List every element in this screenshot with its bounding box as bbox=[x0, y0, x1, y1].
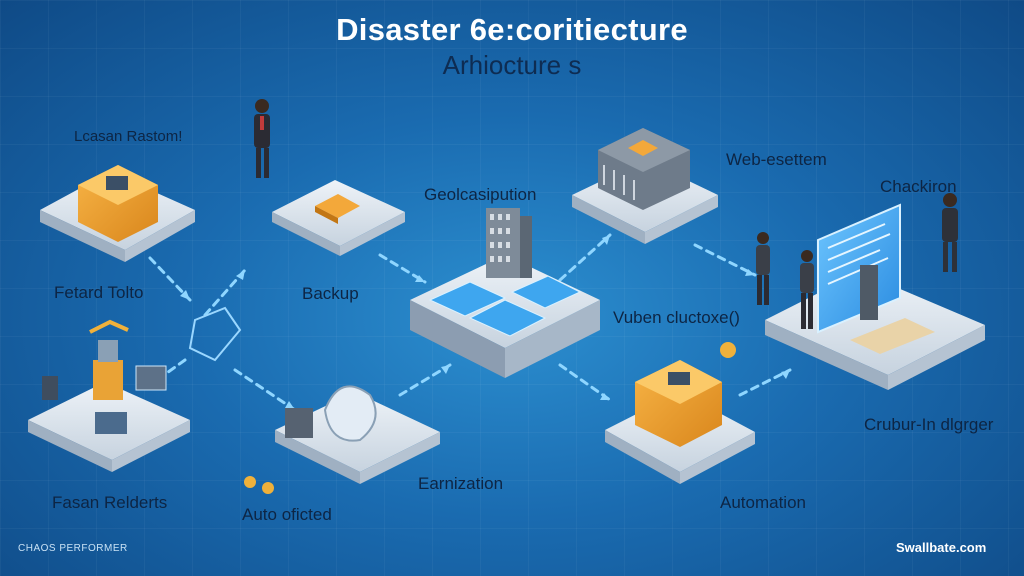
arrow-hub-auto bbox=[233, 368, 297, 412]
label-fasan: Fasan Relderts bbox=[52, 493, 168, 512]
page-subtitle: Arhiocture s bbox=[442, 50, 582, 80]
arrow-automation-check bbox=[738, 368, 792, 397]
footer-right-watermark: Swallbate.com bbox=[896, 540, 987, 555]
label-vuben: Vuben cluctoxe() bbox=[613, 308, 740, 327]
arrow-fetard-hub bbox=[148, 256, 192, 302]
arrow-heads bbox=[180, 235, 790, 410]
connector-arrows bbox=[148, 233, 792, 412]
arrow-geo-web bbox=[558, 233, 612, 282]
node-automation bbox=[605, 342, 755, 484]
label-checkinon: Chackiron bbox=[880, 177, 957, 196]
person-icon-presenter bbox=[942, 193, 958, 272]
node-checkinon bbox=[765, 203, 985, 390]
node-backup bbox=[272, 180, 405, 256]
arrow-hub-backup bbox=[203, 268, 247, 317]
label-earnization: Earnization bbox=[418, 474, 504, 493]
label-backup: Backup bbox=[302, 284, 359, 303]
label-web: Web-esettem bbox=[726, 150, 827, 169]
label-top-left: Lcasan Rastom! bbox=[74, 128, 183, 145]
label-fetard: Fetard Tolto bbox=[54, 283, 144, 302]
node-geo-center bbox=[410, 208, 600, 378]
label-cruburin: Crubur-In dlgrger bbox=[864, 415, 994, 434]
node-auto bbox=[244, 385, 440, 494]
label-geo: Geolcasipution bbox=[424, 185, 537, 204]
arrow-auto-geo bbox=[398, 363, 452, 397]
arrow-backup-geo bbox=[378, 253, 427, 284]
page-title: Disaster 6e:coritiecture bbox=[336, 12, 688, 47]
node-web-system bbox=[572, 128, 718, 244]
label-auto: Auto oficted bbox=[242, 505, 332, 524]
monitor-screen bbox=[817, 203, 901, 334]
arrow-geo-automation bbox=[558, 363, 612, 402]
arrow-hub-fasan bbox=[148, 358, 187, 387]
person-icon-top bbox=[254, 99, 270, 178]
footer-left-logo: CHAOS PERFORMER bbox=[18, 543, 128, 554]
hub-node bbox=[188, 306, 242, 362]
arrow-web-check bbox=[693, 243, 757, 277]
node-fasan bbox=[28, 319, 190, 472]
person-icon-viewers bbox=[756, 232, 814, 329]
label-automation: Automation bbox=[720, 493, 806, 512]
node-top-left bbox=[40, 165, 195, 262]
